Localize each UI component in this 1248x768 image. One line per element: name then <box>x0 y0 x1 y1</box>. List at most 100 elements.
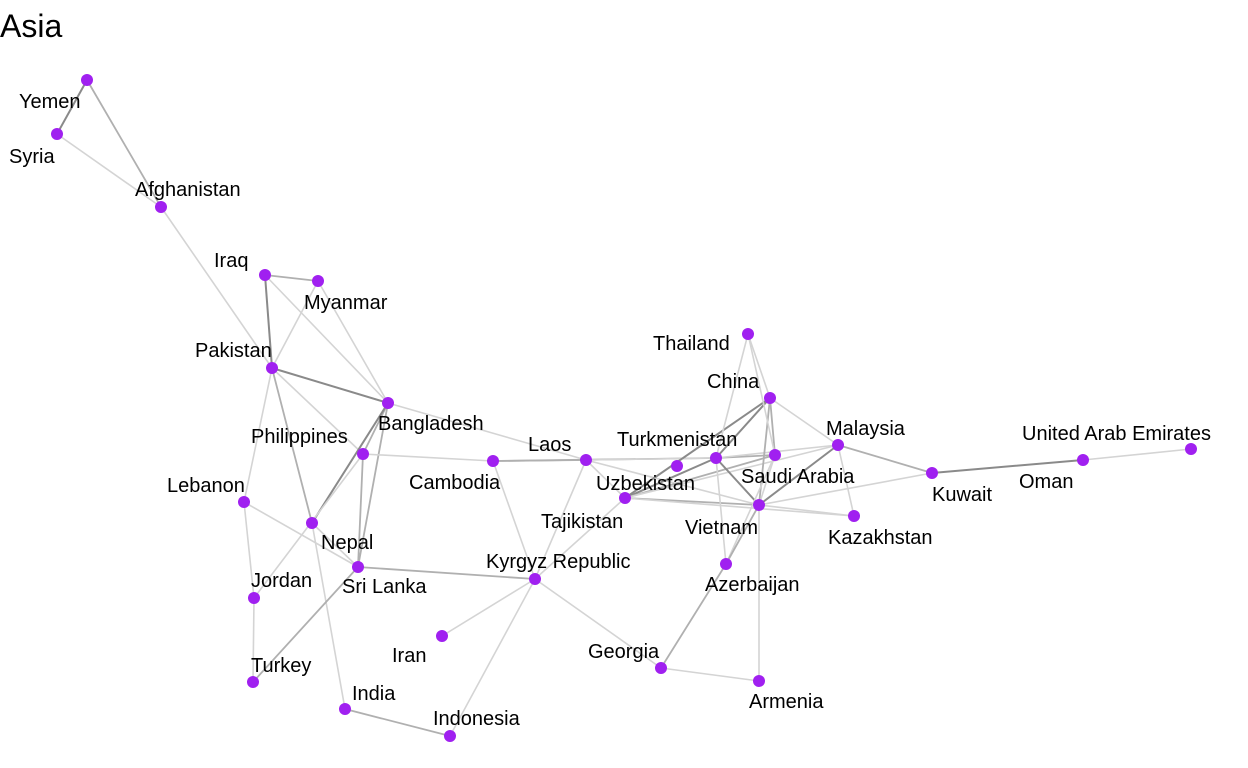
edge-yemen-syria <box>56 79 88 135</box>
node-label-philippines: Philippines <box>251 426 348 448</box>
node-oman <box>1077 454 1089 466</box>
edge-kuwait-oman <box>931 459 1084 474</box>
node-label-malaysia: Malaysia <box>826 418 906 440</box>
edge-georgia-armenia <box>660 667 760 682</box>
node-tajikistan <box>671 460 683 472</box>
edge-turkmenistan-thailand <box>715 333 749 459</box>
node-label-tajikistan: Tajikistan <box>541 511 623 533</box>
edge-bangladesh-sri-lanka <box>357 402 389 568</box>
node-label-cambodia: Cambodia <box>409 472 501 494</box>
edge-laos-turkmenistan <box>585 457 717 461</box>
edge-turkmenistan-vietnam <box>715 457 760 506</box>
node-label-thailand: Thailand <box>653 333 730 355</box>
edge-laos-uzbekistan <box>585 459 626 499</box>
edge-philippines-sri-lanka <box>357 453 364 568</box>
node-label-turkmenistan: Turkmenistan <box>617 429 737 451</box>
edge-nepal-india <box>311 522 346 710</box>
node-united-arab-emirates <box>1185 443 1197 455</box>
edge-kyrgyz-republic-laos <box>534 459 587 580</box>
edge-laos-vietnam <box>585 459 760 506</box>
node-yemen <box>81 74 93 86</box>
node-label-vietnam: Vietnam <box>685 517 758 539</box>
node-label-kuwait: Kuwait <box>932 484 992 506</box>
edge-jordan-turkey <box>252 597 255 683</box>
node-label-lebanon: Lebanon <box>167 475 245 497</box>
edge-malaysia-kuwait <box>837 444 933 474</box>
node-label-iraq: Iraq <box>214 250 248 272</box>
edge-iraq-pakistan <box>264 274 273 369</box>
edge-oman-united-arab-emirates <box>1082 448 1192 461</box>
edge-philippines-cambodia <box>362 453 494 462</box>
node-label-united-arab-emirates: United Arab Emirates <box>1022 423 1211 445</box>
edge-pakistan-lebanon <box>243 367 273 503</box>
edge-iraq-myanmar <box>264 274 319 282</box>
node-turkmenistan <box>710 452 722 464</box>
edge-china-malaysia <box>769 397 839 446</box>
node-iran <box>436 630 448 642</box>
node-sri-lanka <box>352 561 364 573</box>
edge-vietnam-kazakhstan <box>758 504 855 517</box>
edge-uzbekistan-saudi-arabia <box>624 454 776 499</box>
node-label-georgia: Georgia <box>588 641 660 663</box>
node-label-saudi-arabia: Saudi Arabia <box>741 466 855 488</box>
edge-indonesia-kyrgyz-republic <box>449 578 536 737</box>
node-label-sri-lanka: Sri Lanka <box>342 576 427 598</box>
edge-uzbekistan-kazakhstan <box>624 497 855 517</box>
node-label-indonesia: Indonesia <box>433 708 521 730</box>
edge-saudi-arabia-vietnam <box>758 454 776 506</box>
node-syria <box>51 128 63 140</box>
node-afghanistan <box>155 201 167 213</box>
node-armenia <box>753 675 765 687</box>
edge-uzbekistan-turkmenistan <box>624 457 717 499</box>
edge-uzbekistan-malaysia <box>624 444 839 499</box>
node-label-kazakhstan: Kazakhstan <box>828 527 933 549</box>
node-label-armenia: Armenia <box>749 691 824 713</box>
edge-turkmenistan-azerbaijan <box>715 457 727 565</box>
edges-layer <box>56 79 1192 737</box>
edge-china-saudi-arabia <box>769 397 776 456</box>
node-label-kyrgyz-republic: Kyrgyz Republic <box>486 551 631 573</box>
node-philippines <box>357 448 369 460</box>
nodes-layer <box>51 74 1197 742</box>
labels-layer: YemenSyriaAfghanistanIraqMyanmarPakistan… <box>9 91 1211 730</box>
node-label-turkey: Turkey <box>251 655 311 677</box>
node-label-china: China <box>707 371 760 393</box>
edge-afghanistan-pakistan <box>160 206 273 369</box>
edge-india-indonesia <box>344 708 451 737</box>
edge-lebanon-jordan <box>243 501 255 599</box>
edge-yemen-afghanistan <box>86 79 162 208</box>
edge-myanmar-pakistan <box>271 280 319 369</box>
edge-bangladesh-philippines <box>362 402 389 455</box>
node-indonesia <box>444 730 456 742</box>
node-lebanon <box>238 496 250 508</box>
node-label-jordan: Jordan <box>251 570 312 592</box>
edge-kyrgyz-republic-uzbekistan <box>534 497 626 580</box>
node-label-oman: Oman <box>1019 471 1073 493</box>
node-label-nepal: Nepal <box>321 532 373 554</box>
edge-nepal-sri-lanka <box>311 522 359 568</box>
edge-vietnam-kuwait <box>758 472 933 506</box>
edge-pakistan-bangladesh <box>271 367 389 404</box>
node-thailand <box>742 328 754 340</box>
chart-title: Asia <box>0 8 63 44</box>
edge-china-thailand <box>747 333 771 399</box>
edge-vietnam-malaysia <box>758 444 839 506</box>
node-malaysia <box>832 439 844 451</box>
edge-malaysia-kazakhstan <box>837 444 855 517</box>
node-kyrgyz-republic <box>529 573 541 585</box>
edge-pakistan-nepal <box>271 367 313 524</box>
node-kuwait <box>926 467 938 479</box>
node-georgia <box>655 662 667 674</box>
edge-turkmenistan-china <box>715 397 771 459</box>
edge-sri-lanka-turkey <box>252 566 359 683</box>
node-pakistan <box>266 362 278 374</box>
node-uzbekistan <box>619 492 631 504</box>
node-turkey <box>247 676 259 688</box>
node-india <box>339 703 351 715</box>
edge-saudi-arabia-azerbaijan <box>725 454 776 565</box>
node-jordan <box>248 592 260 604</box>
node-saudi-arabia <box>769 449 781 461</box>
edge-vietnam-azerbaijan <box>725 504 760 565</box>
node-label-laos: Laos <box>528 434 571 456</box>
